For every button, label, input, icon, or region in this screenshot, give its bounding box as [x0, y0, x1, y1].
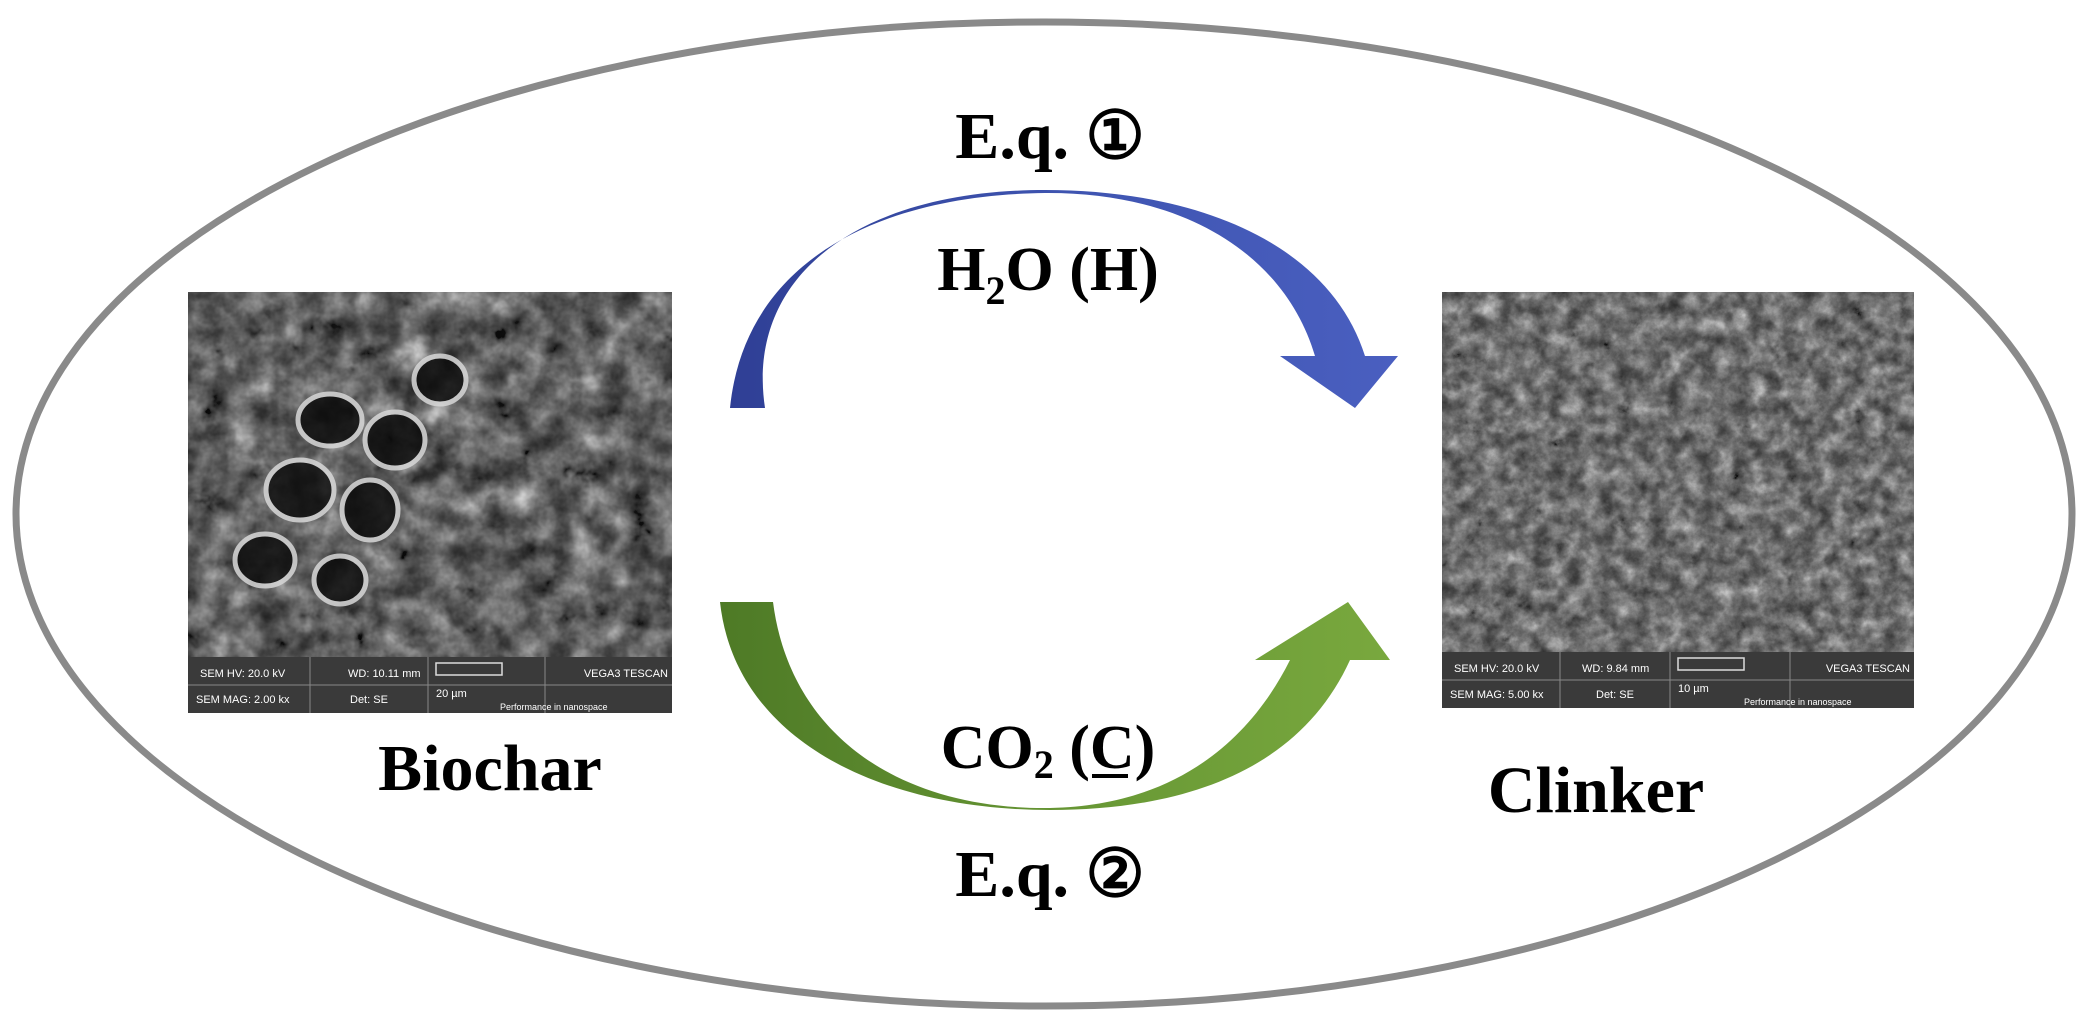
clinker-sem-hv: SEM HV: 20.0 kV: [1454, 663, 1540, 675]
outer-ellipse: [12, 18, 2076, 1010]
top-arrow: [730, 190, 1398, 408]
biochar-sem-det: Det: SE: [350, 694, 388, 706]
clinker-sem-scale: 10 µm: [1678, 683, 1709, 695]
clinker-sem-slogan: Performance in nanospace: [1744, 697, 1852, 707]
biochar-sem-mag: SEM MAG: 2.00 kx: [196, 694, 290, 706]
clinker-sem-image: SEM HV: 20.0 kV WD: 9.84 mm VEGA3 TESCAN…: [1442, 292, 1914, 708]
bottom-arrow: [720, 602, 1390, 810]
biochar-sem-slogan: Performance in nanospace: [500, 702, 608, 712]
clinker-sem-brand: VEGA3 TESCAN: [1826, 663, 1910, 675]
top-arrow-formula: H2O (H): [937, 236, 1159, 313]
clinker-caption: Clinker: [1488, 754, 1704, 827]
bottom-arrow-formula: CO2 (C): [941, 714, 1156, 787]
biochar-sem-image: SEM HV: 20.0 kV WD: 10.11 mm VEGA3 TESCA…: [188, 292, 672, 713]
biochar-sem-brand: VEGA3 TESCAN: [584, 668, 668, 680]
biochar-caption: Biochar: [378, 732, 602, 805]
biochar-sem-scale: 20 µm: [436, 688, 467, 700]
clinker-sem-mag: SEM MAG: 5.00 kx: [1450, 689, 1544, 701]
clinker-sem-det: Det: SE: [1596, 689, 1634, 701]
biochar-sem-wd: WD: 10.11 mm: [348, 668, 421, 680]
equation-top-label: E.q. ①: [955, 100, 1144, 173]
clinker-sem-wd: WD: 9.84 mm: [1582, 663, 1649, 675]
biochar-sem-hv: SEM HV: 20.0 kV: [200, 668, 286, 680]
equation-bottom-label: E.q. ②: [955, 838, 1144, 911]
